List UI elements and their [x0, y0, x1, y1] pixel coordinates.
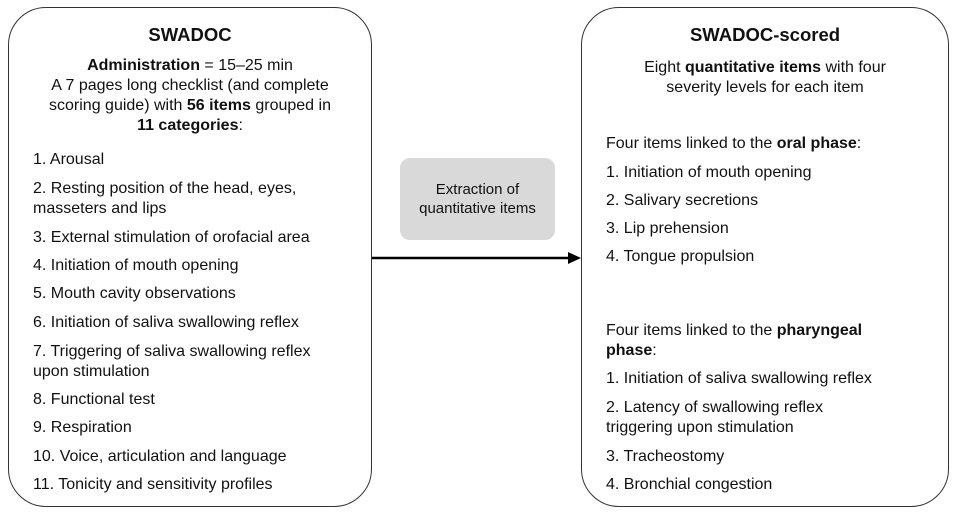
pharyngeal-item: 4. Bronchial congestion	[606, 476, 773, 493]
category-item: 2. Resting position of the head, eyes,	[33, 180, 297, 197]
category-item: 7. Triggering of saliva swallowing refle…	[33, 343, 311, 360]
quantitative-items: quantitative items	[684, 59, 822, 76]
heading-text: Four items linked to the	[606, 135, 777, 152]
category-item: 10. Voice, articulation and language	[33, 448, 287, 465]
heading-text: :	[652, 342, 657, 359]
pharyngeal-item-cont: triggering upon stimulation	[606, 419, 794, 436]
extraction-line1: Extraction of	[435, 181, 520, 198]
oral-phase-heading: Four items linked to the oral phase:	[606, 134, 861, 154]
desc-text: scoring guide) with	[49, 97, 187, 114]
category-item: 6. Initiation of saliva swallowing refle…	[33, 314, 299, 331]
arrow-right-icon	[372, 252, 581, 264]
category-item: 11. Tonicity and sensitivity profiles	[33, 476, 273, 493]
pharyngeal-item: 1. Initiation of saliva swallowing refle…	[606, 370, 872, 387]
swadoc-title: SWADOC	[148, 24, 232, 45]
swadoc-desc-line1: A 7 pages long checklist (and complete	[51, 77, 329, 94]
oral-phase-label: oral phase	[776, 135, 857, 152]
pharyngeal-label: pharyngeal	[776, 322, 863, 339]
pharyngeal-phase-heading-cont: phase:	[606, 341, 657, 361]
heading-text: :	[856, 135, 862, 152]
category-item: 3. External stimulation of orofacial are…	[33, 229, 310, 246]
extraction-line2: quantitative items	[419, 200, 536, 217]
swadoc-administration: Administration = 15–25 min	[9, 56, 371, 76]
swadoc-scored-title: SWADOC-scored	[689, 24, 841, 45]
extraction-box: Extraction of quantitative items	[400, 158, 555, 240]
swadoc-desc-line2: scoring guide) with 56 items grouped in	[9, 96, 371, 116]
desc-text: grouped in	[250, 97, 331, 114]
category-item-cont: upon stimulation	[33, 363, 150, 380]
category-item: 4. Initiation of mouth opening	[33, 257, 239, 274]
swadoc-box: SWADOC Administration = 15–25 min A 7 pa…	[8, 7, 372, 507]
heading-text: Four items linked to the	[606, 322, 777, 339]
desc-text: with four	[821, 59, 886, 76]
oral-item: 4. Tongue propulsion	[606, 248, 755, 265]
administration-label: Administration	[87, 57, 200, 74]
swadoc-desc-line3: 11 categories:	[9, 116, 371, 136]
swadoc-scored-box: SWADOC-scored Eight quantitative items w…	[581, 7, 949, 507]
oral-item: 3. Lip prehension	[606, 220, 729, 237]
desc-text: :	[238, 117, 243, 134]
administration-value: = 15–25 min	[199, 57, 293, 74]
category-item-cont: masseters and lips	[33, 200, 167, 217]
items-count: 56 items	[186, 97, 251, 114]
category-item: 9. Respiration	[33, 419, 132, 436]
oral-item: 2. Salivary secretions	[606, 192, 759, 209]
scored-desc-line1: Eight quantitative items with four	[582, 58, 948, 78]
pharyngeal-phase-heading: Four items linked to the pharyngeal	[606, 321, 862, 341]
category-item: 1. Arousal	[33, 151, 105, 168]
scored-desc-line2: severity levels for each item	[666, 79, 864, 96]
category-item: 5. Mouth cavity observations	[33, 285, 236, 302]
oral-item: 1. Initiation of mouth opening	[606, 164, 812, 181]
pharyngeal-item: 3. Tracheostomy	[606, 448, 725, 465]
phase-label: phase	[606, 342, 653, 359]
category-item: 8. Functional test	[33, 391, 155, 408]
desc-text: Eight	[644, 59, 685, 76]
categories-count: 11 categories	[137, 117, 239, 134]
pharyngeal-item: 2. Latency of swallowing reflex	[606, 399, 823, 416]
